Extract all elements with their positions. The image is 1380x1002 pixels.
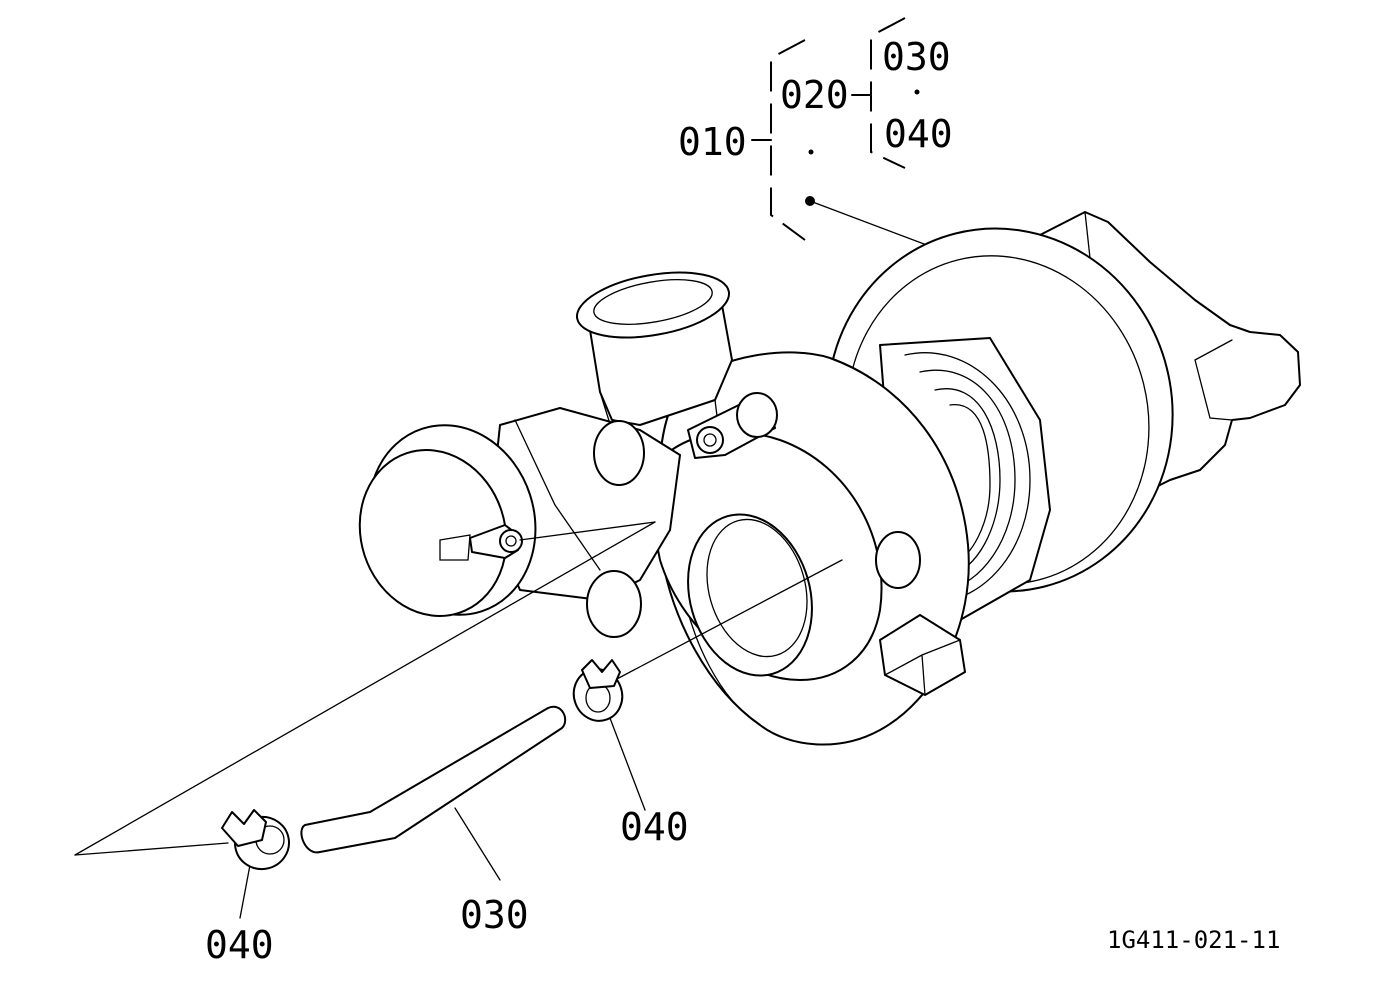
compressor-inlet-elbow <box>575 271 733 441</box>
routing-leaders <box>74 521 843 919</box>
hose-clamp-right <box>572 659 624 722</box>
parts-hierarchy-bracket <box>751 17 941 251</box>
drawing-code: 1G411-021-11 <box>1107 926 1280 954</box>
wastegate-actuator <box>358 392 778 638</box>
callout-010: 010 <box>678 120 747 164</box>
callout-labels: 010 020 030 040 030 040 040 1G411-021-11 <box>205 35 1280 967</box>
callout-040-left: 040 <box>205 923 274 967</box>
compressor-housing <box>644 351 970 746</box>
callout-040-right: 040 <box>620 805 689 849</box>
hose-030 <box>300 705 567 854</box>
callout-030-hose: 030 <box>460 893 529 937</box>
callout-020: 020 <box>780 73 849 117</box>
callout-030-top: 030 <box>882 35 951 79</box>
hose-clamp-left <box>221 809 290 871</box>
callout-040-top: 040 <box>884 112 953 156</box>
